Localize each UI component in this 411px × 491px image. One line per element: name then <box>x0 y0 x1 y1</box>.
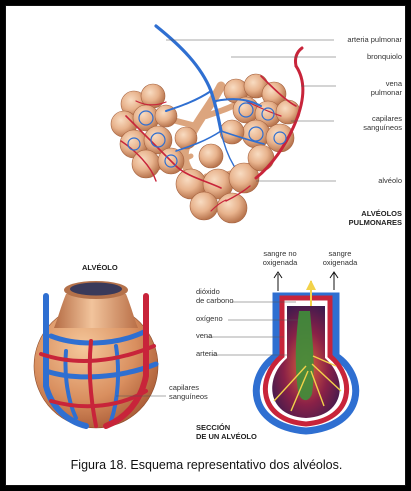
alveolus-model <box>33 281 166 429</box>
title-alveolos-pulmonares: ALVÉOLOS PULMONARES <box>348 209 402 227</box>
figure-caption: Figura 18. Esquema representativo dos al… <box>70 458 343 472</box>
top-leader-lines <box>166 39 336 182</box>
title-seccion-alveolo: SECCIÓN DE UN ALVÉOLO <box>196 423 257 441</box>
label-vena-pulmonar: vena pulmonar <box>370 79 402 97</box>
label-capilares-top: capilares sanguíneos <box>363 114 402 132</box>
label-sangre-oxigenada: sangre oxigenada <box>322 249 358 267</box>
figure-frame: arteria pulmonar bronquiolo vena pulmona… <box>5 5 406 486</box>
label-bronquiolo: bronquiolo <box>366 52 402 61</box>
label-dioxido-de-carbono: dióxido de carbono <box>196 287 234 305</box>
label-oxigeno: oxígeno <box>196 314 223 323</box>
capillary-loops <box>127 102 287 168</box>
label-sangre-no-oxigenada: sangre no oxigenada <box>262 249 298 267</box>
alveolus-section <box>206 271 360 435</box>
label-capilares-bottom: capilares sanguíneos <box>169 383 208 401</box>
pulmonary-artery-network <box>154 24 265 167</box>
label-alveolo-top: alvéolo <box>378 176 402 185</box>
label-arteria-pulmonar: arteria pulmonar <box>347 35 402 44</box>
alveoli-illustration <box>33 24 360 435</box>
alveolar-clusters <box>110 73 301 224</box>
title-alveolo: ALVÉOLO <box>82 263 118 272</box>
label-arteria-section: arteria <box>196 349 218 358</box>
label-vena-section: vena <box>196 331 213 340</box>
